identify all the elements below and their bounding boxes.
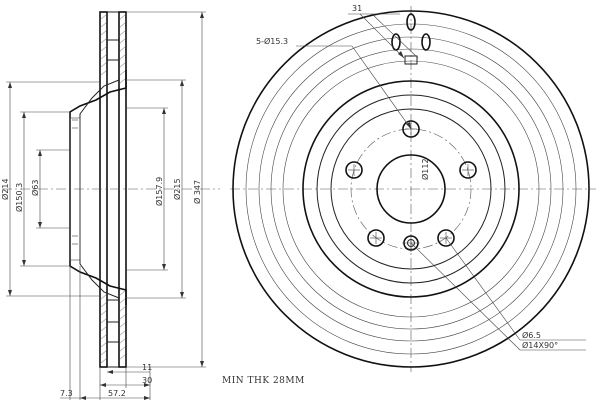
- cooling-vanes: [107, 11, 119, 368]
- section-hatch-top: [99, 13, 127, 85]
- front-view: 31 5-Ø15.3 Ø112 Ø6.5 Ø14X90°: [230, 4, 596, 372]
- side-view: Ø214 Ø150.3 Ø63 Ø157.9 Ø215 Ø 347 11 30 …: [0, 11, 220, 400]
- dim-pcd-label: Ø112: [420, 158, 430, 180]
- hat-profile-bottom: [69, 218, 127, 305]
- rotor-outer-plate-right: [118, 11, 127, 368]
- rotor-outer-edge: [232, 10, 590, 368]
- dim-30-label: 30: [142, 376, 152, 385]
- side-dim-lines: [6, 11, 206, 368]
- friction-inner-edge: [302, 80, 520, 298]
- bolt-hole-5: [345, 161, 363, 179]
- section-hatch-bottom: [99, 289, 127, 365]
- dim-d347-label: Ø 347: [192, 180, 202, 204]
- vent-slot-notch: [404, 55, 418, 65]
- dim-csk-label: Ø14X90°: [522, 340, 558, 350]
- center-bore: [376, 154, 446, 224]
- vent-slot-top: [406, 13, 416, 31]
- bolt-hole-4: [367, 229, 385, 247]
- dim-572-label: 57.2: [108, 389, 126, 398]
- dim-11-label: 11: [142, 363, 152, 372]
- dim-73-label: 7.3: [60, 389, 73, 398]
- side-bottom-dim-lines: [60, 266, 151, 400]
- friction-ring-3: [270, 48, 552, 330]
- dim-d214-label: Ø214: [0, 178, 10, 200]
- dim-31-label: 31: [352, 4, 362, 13]
- friction-ring-2: [258, 36, 564, 342]
- bolt-hole-2: [459, 161, 477, 179]
- dim-hole-label: Ø6.5: [522, 330, 541, 340]
- min-thickness-note: MIN THK 28MM: [222, 376, 305, 386]
- bolt-holes: [345, 120, 477, 247]
- side-dim-arrows: [8, 12, 204, 367]
- dim-bolt-label: 5-Ø15.3: [256, 36, 288, 46]
- vent-slot-right: [421, 33, 431, 51]
- friction-ring-1: [245, 23, 577, 355]
- front-leader-arrows: [398, 51, 411, 129]
- bolt-hole-1: [402, 120, 420, 138]
- side-bottom-dim-arrows: [80, 370, 150, 400]
- front-leader-bottom: [410, 237, 586, 351]
- hub-bolt-detail: [72, 119, 78, 245]
- rotor-outer-plate-left: [99, 11, 108, 368]
- dim-d215-label: Ø215: [172, 178, 182, 200]
- locating-hole: [402, 234, 420, 252]
- bolt-hole-3: [437, 229, 455, 247]
- dim-d150-label: Ø150.3: [14, 183, 24, 212]
- front-leader-lines: [296, 13, 419, 130]
- dim-d157-label: Ø157.9: [154, 177, 164, 206]
- hat-outer: [316, 94, 506, 284]
- hat-face: [330, 108, 492, 270]
- hat-profile-top: [69, 70, 127, 160]
- friction-ring-4: [282, 60, 540, 318]
- dim-d63-label: Ø63: [30, 180, 40, 196]
